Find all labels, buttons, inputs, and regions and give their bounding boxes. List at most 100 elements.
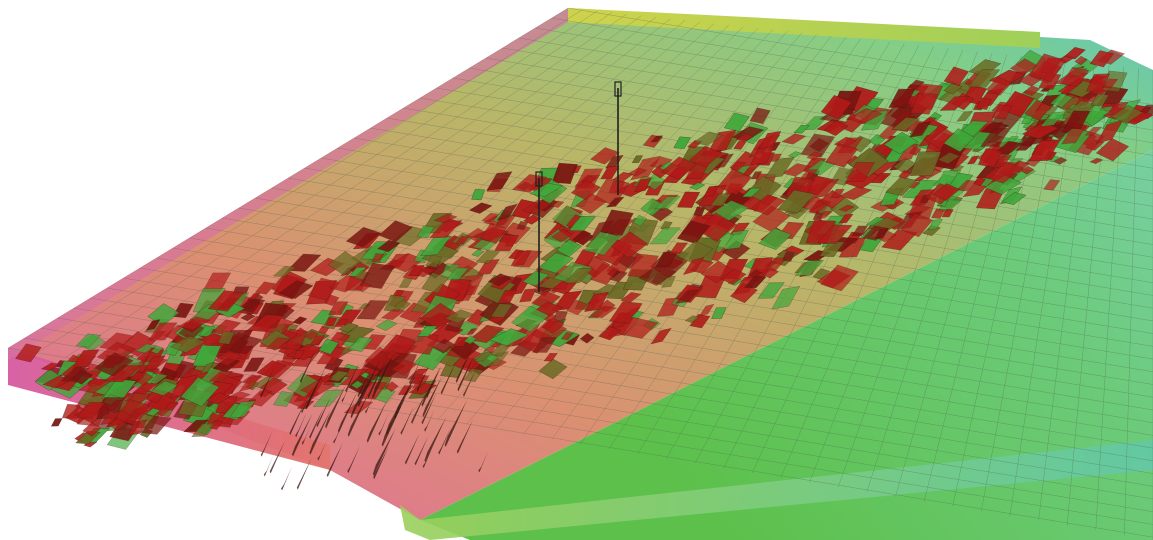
- fracture-plane: [1064, 47, 1086, 60]
- fracture-plane: [661, 275, 676, 288]
- fracture-plane: [1074, 55, 1088, 66]
- fracture-spike: [317, 438, 328, 461]
- fracture-plane: [466, 328, 478, 335]
- fracture-plane: [606, 196, 625, 208]
- fracture-plane: [632, 214, 648, 227]
- fracture-plane: [977, 148, 1003, 168]
- fracture-plane: [411, 377, 425, 384]
- fracture-plane: [327, 370, 350, 382]
- fracture-plane: [72, 349, 100, 368]
- fracture-spike: [366, 399, 388, 443]
- fracture-plane: [943, 128, 975, 153]
- fracture-plane: [490, 344, 511, 357]
- fracture-spike: [457, 354, 475, 392]
- fracture-plane: [164, 401, 179, 411]
- fracture-plane: [228, 400, 256, 419]
- fracture-plane: [806, 151, 823, 161]
- fracture-plane: [868, 134, 886, 147]
- fracture-plane: [967, 69, 1001, 88]
- fracture-plane: [1043, 179, 1061, 191]
- fracture-plane: [328, 251, 362, 276]
- fracture-plane: [94, 352, 134, 377]
- fracture-plane: [564, 268, 594, 284]
- fracture-plane: [240, 313, 256, 322]
- fracture-plane: [75, 333, 102, 348]
- fracture-spike: [422, 375, 443, 418]
- fracture-plane: [354, 282, 372, 292]
- fracture-plane: [471, 249, 485, 257]
- fracture-plane: [620, 292, 642, 303]
- fracture-plane: [907, 79, 925, 90]
- fracture-plane: [572, 230, 594, 246]
- fracture-spike: [411, 389, 428, 425]
- fracture-plane: [398, 278, 413, 288]
- fracture-plane: [127, 419, 148, 436]
- fracture-plane: [481, 212, 500, 223]
- slab-lower-face: [420, 150, 1153, 540]
- fracture-spike: [295, 412, 307, 438]
- fracture-plane: [444, 309, 474, 324]
- fracture-plane: [469, 325, 505, 343]
- fracture-plane: [183, 419, 209, 432]
- fracture-plane: [1022, 122, 1059, 140]
- fracture-plane: [910, 93, 938, 115]
- fracture-plane: [324, 294, 340, 306]
- fracture-spike: [357, 367, 372, 398]
- fracture-plane: [309, 335, 326, 346]
- fracture-plane: [583, 231, 621, 256]
- fracture-spike: [292, 413, 313, 457]
- fracture-plane: [650, 135, 664, 143]
- fracture-plane: [228, 335, 263, 355]
- fracture-spike: [372, 428, 396, 476]
- fracture-spike: [296, 457, 312, 490]
- fracture-plane: [623, 318, 659, 339]
- fracture-plane: [745, 175, 782, 203]
- fracture-plane: [469, 202, 493, 214]
- fracture-plane: [735, 133, 754, 143]
- fracture-plane: [560, 332, 574, 341]
- fracture-plane: [1020, 165, 1035, 175]
- fracture-plane: [169, 374, 198, 399]
- fracture-plane: [589, 263, 619, 286]
- fracture-plane: [986, 76, 1013, 96]
- fracture-plane: [677, 240, 714, 265]
- fracture-plane: [446, 267, 469, 280]
- fracture-plane: [600, 209, 634, 236]
- fracture-plane: [78, 378, 112, 394]
- fracture-plane: [432, 338, 456, 354]
- fracture-plane: [150, 345, 164, 354]
- fracture-spike: [350, 376, 371, 419]
- fracture-plane: [384, 381, 399, 392]
- fracture-plane: [758, 228, 792, 250]
- fracture-plane: [519, 288, 537, 303]
- fracture-spike: [438, 427, 451, 455]
- fracture-plane: [703, 185, 719, 197]
- fracture-spike: [381, 396, 406, 447]
- slab-far-edge: [568, 8, 1040, 48]
- fracture-plane: [475, 250, 501, 264]
- fracture-plane: [730, 161, 747, 171]
- fracture-plane: [208, 420, 224, 430]
- fracture-plane: [980, 127, 1012, 147]
- fracture-plane: [689, 145, 722, 168]
- fracture-plane: [463, 335, 477, 345]
- fracture-plane: [851, 225, 868, 236]
- fracture-plane: [371, 253, 385, 263]
- fracture-plane: [730, 283, 758, 304]
- fracture-plane: [256, 360, 288, 378]
- fracture-spike: [263, 455, 274, 477]
- fracture-plane: [630, 311, 644, 319]
- fracture-plane: [888, 88, 916, 108]
- wells: [535, 81, 622, 292]
- fracture-plane: [817, 224, 853, 244]
- fracture-plane: [650, 327, 672, 345]
- fracture-plane: [750, 194, 786, 216]
- fracture-plane: [82, 422, 102, 437]
- fracture-plane: [1084, 126, 1103, 136]
- fracture-plane: [609, 301, 643, 324]
- fracture-spike: [269, 441, 285, 474]
- fracture-spike: [309, 410, 331, 455]
- fracture-plane: [600, 165, 620, 180]
- fracture-spike: [440, 362, 456, 395]
- fracture-plane: [146, 319, 161, 331]
